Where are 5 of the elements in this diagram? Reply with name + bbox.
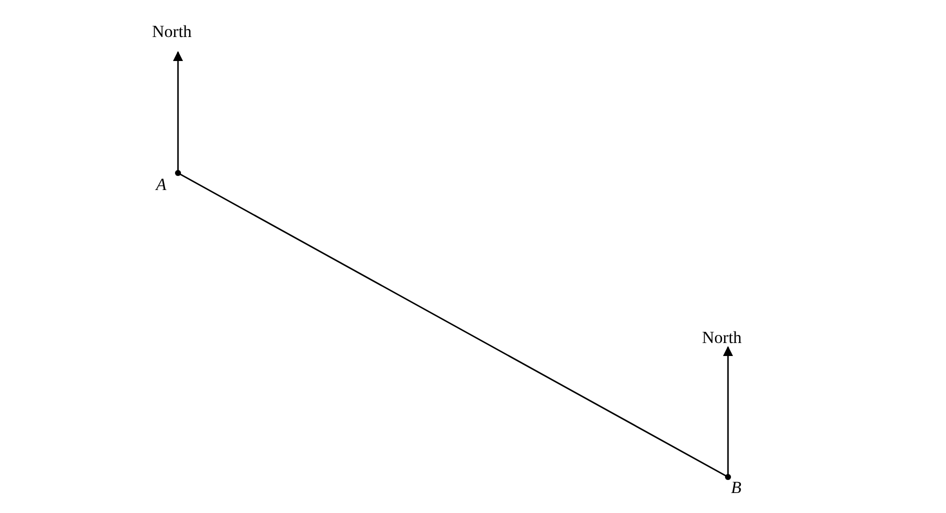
point-label: B	[731, 479, 742, 497]
point-label: A	[156, 176, 166, 194]
direction-label: North	[152, 23, 192, 41]
direction-label: North	[702, 329, 742, 347]
line-segment	[178, 172, 728, 478]
